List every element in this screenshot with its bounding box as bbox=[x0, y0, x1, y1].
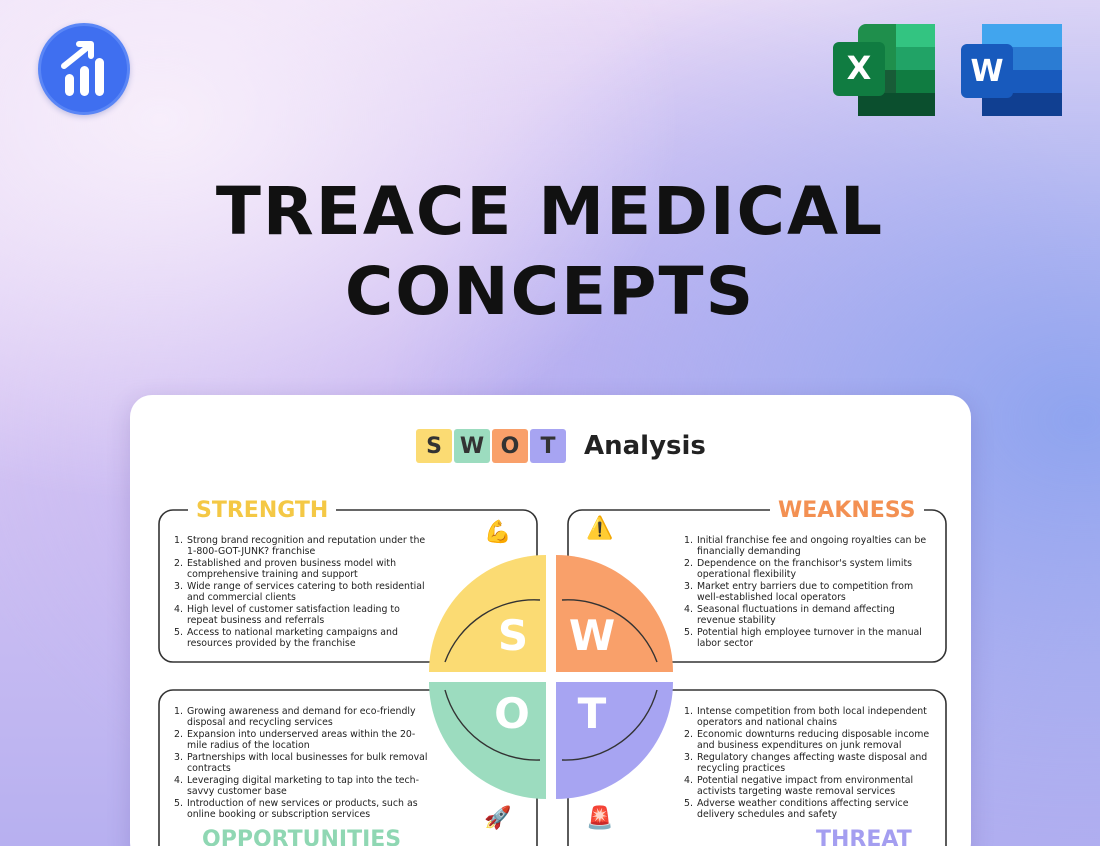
warning-icon: ⚠️ bbox=[586, 516, 614, 541]
weakness-letter: W bbox=[569, 611, 615, 660]
analysis-label: Analysis bbox=[584, 431, 706, 461]
list-item: 1.Intense competition from both local in… bbox=[684, 706, 927, 729]
page-title: TREACE MEDICAL CONCEPTS bbox=[0, 172, 1100, 332]
list-item: 1.Growing awareness and demand for eco-f… bbox=[174, 706, 416, 729]
letter-box-o: O bbox=[492, 429, 528, 463]
swot-header: S W O T Analysis bbox=[416, 428, 706, 464]
swot-card bbox=[130, 395, 971, 846]
title-line-2: CONCEPTS bbox=[344, 253, 756, 330]
list-item: 4.High level of customer satisfaction le… bbox=[174, 604, 400, 627]
strength-letter: S bbox=[498, 611, 528, 660]
opportunities-letter: O bbox=[494, 689, 530, 738]
list-item: 5.Access to national marketing campaigns… bbox=[174, 627, 398, 650]
microsoft-word-icon: W bbox=[960, 24, 1063, 116]
word-letter: W bbox=[970, 54, 1003, 89]
opportunities-title: OPPORTUNITIES bbox=[194, 826, 410, 846]
list-item: 5.Potential high employee turnover in th… bbox=[684, 627, 922, 650]
weakness-list: 1.Initial franchise fee and ongoing roya… bbox=[684, 535, 932, 650]
list-item: 4.Potential negative impact from environ… bbox=[684, 775, 914, 798]
list-item: 5.Adverse weather conditions affecting s… bbox=[684, 798, 909, 821]
list-item: 2.Economic downturns reducing disposable… bbox=[684, 729, 930, 752]
letter-box-w: W bbox=[454, 429, 490, 463]
list-item: 2.Expansion into underserved areas withi… bbox=[174, 729, 416, 752]
letter-box-s: S bbox=[416, 429, 452, 463]
list-item: 1.Strong brand recognition and reputatio… bbox=[174, 535, 426, 558]
rocket-icon: 🚀 bbox=[484, 806, 512, 831]
threat-letter: T bbox=[578, 689, 607, 738]
threat-list: 1.Intense competition from both local in… bbox=[684, 706, 932, 821]
opportunities-quarter bbox=[429, 682, 546, 799]
microsoft-excel-icon: X bbox=[832, 24, 935, 116]
list-item: 3.Regulatory changes affecting waste dis… bbox=[684, 752, 928, 775]
list-item: 2.Established and proven business model … bbox=[174, 558, 397, 581]
flexed-biceps-icon: 💪 bbox=[484, 520, 512, 545]
brand-logo bbox=[38, 23, 130, 115]
list-item: 3.Market entry barriers due to competiti… bbox=[684, 581, 914, 604]
threat-quarter bbox=[556, 682, 673, 799]
list-item: 3.Wide range of services catering to bot… bbox=[174, 581, 425, 604]
weakness-title: WEAKNESS bbox=[770, 497, 924, 525]
letter-box-t: T bbox=[530, 429, 566, 463]
list-item: 2.Dependence on the franchisor's system … bbox=[684, 558, 913, 581]
bar-chart-growth-icon bbox=[61, 41, 104, 96]
excel-letter: X bbox=[847, 49, 872, 87]
list-item: 3.Partnerships with local businesses for… bbox=[174, 752, 428, 775]
siren-icon: 🚨 bbox=[586, 806, 614, 831]
strength-quarter bbox=[429, 555, 546, 672]
list-item: 4.Leveraging digital marketing to tap in… bbox=[174, 775, 420, 798]
opportunities-list: 1.Growing awareness and demand for eco-f… bbox=[174, 706, 430, 821]
list-item: 4.Seasonal fluctuations in demand affect… bbox=[684, 604, 895, 627]
threat-title: THREAT bbox=[808, 826, 920, 846]
title-line-1: TREACE MEDICAL bbox=[215, 173, 885, 250]
weakness-quarter bbox=[556, 555, 673, 672]
list-item: 5.Introduction of new services or produc… bbox=[174, 798, 418, 821]
list-item: 1.Initial franchise fee and ongoing roya… bbox=[684, 535, 927, 558]
strength-title: STRENGTH bbox=[188, 497, 337, 525]
strength-list: 1.Strong brand recognition and reputatio… bbox=[174, 535, 430, 650]
